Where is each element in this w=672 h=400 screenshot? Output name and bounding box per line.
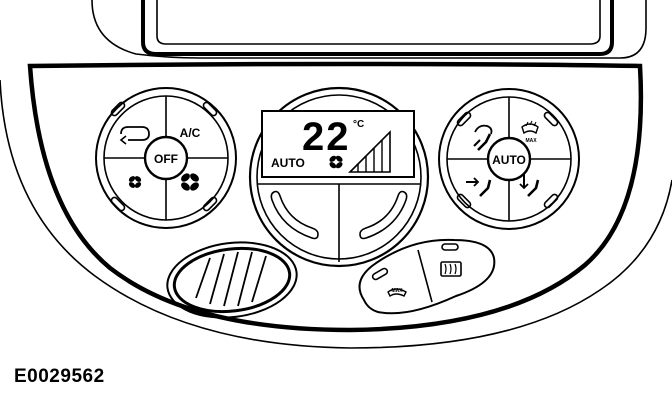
windshield-face-indicator-light: [456, 111, 472, 127]
right-dial-outer-ring: [438, 88, 580, 230]
bezel-lower-curve: [0, 79, 672, 349]
floor-vent-indicator-light: [543, 193, 559, 209]
display-fan-icon: [329, 155, 343, 169]
recirculation-icon: [120, 126, 150, 141]
floor-vent-occupant-icon: [527, 179, 540, 197]
auto-mode-indicator: AUTO: [271, 156, 305, 170]
figure-id-caption: E0029562: [14, 366, 105, 387]
face-vent-button[interactable]: [448, 160, 508, 220]
defrost-pod-outline: [358, 238, 496, 315]
sunlight-sensor-grille: [166, 241, 298, 319]
windshield-face-vent-button[interactable]: [448, 98, 508, 158]
fan-small-icon: [128, 176, 142, 188]
fan-speed-increase-button[interactable]: [167, 159, 227, 217]
windshield-defrost-max-icon: [387, 288, 407, 298]
max-defrost-indicator-light: [543, 111, 559, 127]
screen-recess-inner: [156, 0, 601, 45]
defrost-pod-divider: [417, 249, 433, 303]
screen-recess: [141, 0, 614, 56]
fan-decrease-indicator-light: [110, 196, 126, 212]
center-temperature-dial: 22 °C AUTO: [248, 86, 430, 268]
face-vent-indicator-light: [456, 193, 472, 209]
panel-housing: [0, 0, 672, 349]
recirculation-indicator-light: [110, 101, 126, 117]
temperature-decrease-button[interactable]: [258, 184, 339, 259]
fan-large-icon: [181, 173, 199, 191]
fan-speed-decrease-button[interactable]: [105, 159, 165, 217]
temperature-unit: °C: [353, 119, 364, 130]
ac-button[interactable]: A/C: [167, 99, 227, 157]
left-dial-outer-ring: [95, 87, 237, 229]
fan-speed-bargraph: [348, 130, 391, 173]
left-control-dial: OFF A/C: [95, 87, 237, 229]
temperature-increase-indicator: [359, 190, 408, 240]
rear-window-defrost-button[interactable]: [418, 240, 494, 302]
temperature-decrease-indicator: [270, 190, 319, 240]
max-windshield-defrost-indicator-light: [371, 267, 389, 281]
max-windshield-defrost-button[interactable]: MAX: [360, 250, 433, 312]
grille-slats: [195, 251, 267, 307]
temperature-readout: 22: [302, 115, 351, 159]
center-dial-outer-ring: [248, 86, 430, 268]
max-windshield-defrost-label: MAX: [391, 288, 403, 294]
grille-outer-rim: [166, 241, 298, 319]
bezel-main-outline: [27, 61, 644, 333]
recirculation-arrow-icon: [119, 135, 127, 145]
rear-defrost-icon: [440, 261, 462, 277]
face-vent-occupant-icon: [479, 179, 492, 197]
off-button-label: OFF: [154, 152, 178, 166]
auto-distribution-button[interactable]: [486, 136, 532, 182]
bezel-outer-edge: [91, 0, 647, 59]
temperature-increase-button[interactable]: [339, 184, 420, 259]
grille-inner-rim: [172, 246, 292, 314]
ac-indicator-light: [202, 101, 218, 117]
max-defrost-button[interactable]: MAX: [510, 98, 570, 158]
defrost-button-pod: MAX: [358, 238, 496, 315]
fan-increase-indicator-light: [202, 196, 218, 212]
rear-defrost-indicator-light: [441, 243, 459, 251]
seat-occupant-icon: [477, 133, 492, 151]
right-distribution-dial: AUTO MAX: [438, 88, 580, 230]
max-defrost-label: MAX: [525, 138, 537, 144]
auto-distribution-label: AUTO: [492, 153, 526, 167]
recirculation-button[interactable]: [105, 99, 165, 157]
floor-vent-button[interactable]: [510, 160, 570, 220]
off-button[interactable]: [143, 135, 189, 181]
ac-button-label: A/C: [180, 126, 201, 140]
windshield-face-vent-icon: [474, 124, 493, 135]
